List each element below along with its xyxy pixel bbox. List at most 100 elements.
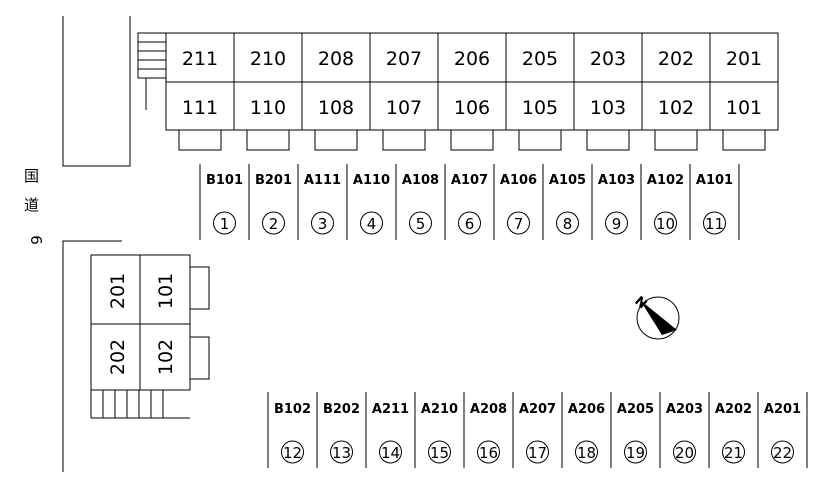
stall-number: 5: [416, 215, 426, 233]
balcony: [246, 129, 290, 151]
building-b-balcony-lower: [189, 336, 210, 380]
lower-road-edge: [62, 240, 122, 472]
unit-label: 202: [107, 339, 129, 375]
stall-number-ring: [458, 211, 481, 235]
building-b-stairs: [90, 390, 190, 419]
stall-number: 9: [612, 215, 622, 233]
stall-number-ring: [311, 211, 334, 235]
stall-label: A103: [598, 173, 635, 188]
parking-bottom-row: B10212B20213A21114A21015A20816A20717A206…: [267, 392, 808, 468]
stall-number-ring: [360, 211, 383, 235]
stall-label: A101: [696, 173, 733, 188]
stall-number: 14: [381, 444, 400, 462]
unit-label: 110: [250, 97, 286, 119]
unit-label: 101: [155, 273, 177, 309]
compass: N: [631, 294, 680, 340]
unit-label: 206: [454, 48, 490, 70]
unit-label: 201: [107, 273, 129, 309]
unit-label: 111: [182, 97, 218, 119]
stall-label: A210: [421, 402, 458, 417]
stall-label: A208: [470, 402, 507, 417]
stall-number: 19: [626, 444, 645, 462]
unit-label: 202: [658, 48, 694, 70]
stall-number-ring: [526, 440, 549, 464]
stall-number-ring: [654, 211, 677, 235]
stall-number: 2: [269, 215, 279, 233]
unit-label: 105: [522, 97, 558, 119]
unit-label: 201: [726, 48, 762, 70]
unit-label: 101: [726, 97, 762, 119]
stall-number-ring: [262, 211, 285, 235]
balcony: [654, 129, 698, 151]
stall-number-ring: [556, 211, 579, 235]
unit-label: 102: [155, 339, 177, 375]
stall-number: 17: [528, 444, 547, 462]
stall-number: 18: [577, 444, 596, 462]
stall-number: 7: [514, 215, 524, 233]
upper-road-edge: [62, 16, 131, 167]
unit-label: 103: [590, 97, 626, 119]
stall-number-ring: [330, 440, 353, 464]
stall-number-ring: [213, 211, 236, 235]
unit-label: 210: [250, 48, 286, 70]
stall-number: 13: [332, 444, 351, 462]
stall-number: 12: [283, 444, 302, 462]
balcony: [450, 129, 494, 151]
stall-label: B102: [274, 402, 311, 417]
stall-label: A110: [353, 173, 390, 188]
stall-number-ring: [428, 440, 451, 464]
stall-number-ring: [624, 440, 647, 464]
stall-label: A206: [568, 402, 605, 417]
unit-label: 205: [522, 48, 558, 70]
road-label-char-1: 国: [24, 167, 39, 185]
stall-number: 22: [773, 444, 792, 462]
stall-number-ring: [575, 440, 598, 464]
stall-label: A102: [647, 173, 684, 188]
stall-number-ring: [703, 211, 726, 235]
stall-label: A211: [372, 402, 409, 417]
compass-ring: [636, 296, 680, 340]
stall-number: 21: [724, 444, 743, 462]
stall-number-ring: [605, 211, 628, 235]
balcony: [586, 129, 630, 151]
building-b-balcony-upper: [189, 266, 210, 310]
road-label: 国 道 6: [24, 167, 45, 245]
balcony: [382, 129, 426, 151]
stall-label: A108: [402, 173, 439, 188]
north-arrow-icon: [640, 300, 677, 335]
stall-number-ring: [379, 440, 402, 464]
building-b: 201 101 202 102: [90, 254, 210, 391]
unit-label: 106: [454, 97, 490, 119]
stall-label: A207: [519, 402, 556, 417]
stall-number: 16: [479, 444, 498, 462]
stall-label: A106: [500, 173, 537, 188]
stall-number: 20: [675, 444, 694, 462]
balcony: [722, 129, 766, 151]
unit-label: 211: [182, 48, 218, 70]
balcony: [178, 129, 222, 151]
stall-number-ring: [722, 440, 745, 464]
balcony: [314, 129, 358, 151]
stall-number: 8: [563, 215, 573, 233]
stall-number-ring: [771, 440, 794, 464]
stall-label: A107: [451, 173, 488, 188]
road-boundary: [62, 16, 131, 472]
stall-number: 11: [705, 215, 724, 233]
stall-number-ring: [409, 211, 432, 235]
road-label-char-3: 6: [27, 235, 45, 245]
stall-number-ring: [281, 440, 304, 464]
stall-number-ring: [507, 211, 530, 235]
stall-number-ring: [673, 440, 696, 464]
stall-label: A201: [764, 402, 801, 417]
unit-label: 208: [318, 48, 354, 70]
stall-label: A203: [666, 402, 703, 417]
unit-label: 102: [658, 97, 694, 119]
unit-label: 107: [386, 97, 422, 119]
stall-number: 6: [465, 215, 475, 233]
stall-label: B201: [255, 173, 292, 188]
building-a-balconies: [178, 129, 766, 151]
unit-label: 203: [590, 48, 626, 70]
stall-number: 4: [367, 215, 377, 233]
